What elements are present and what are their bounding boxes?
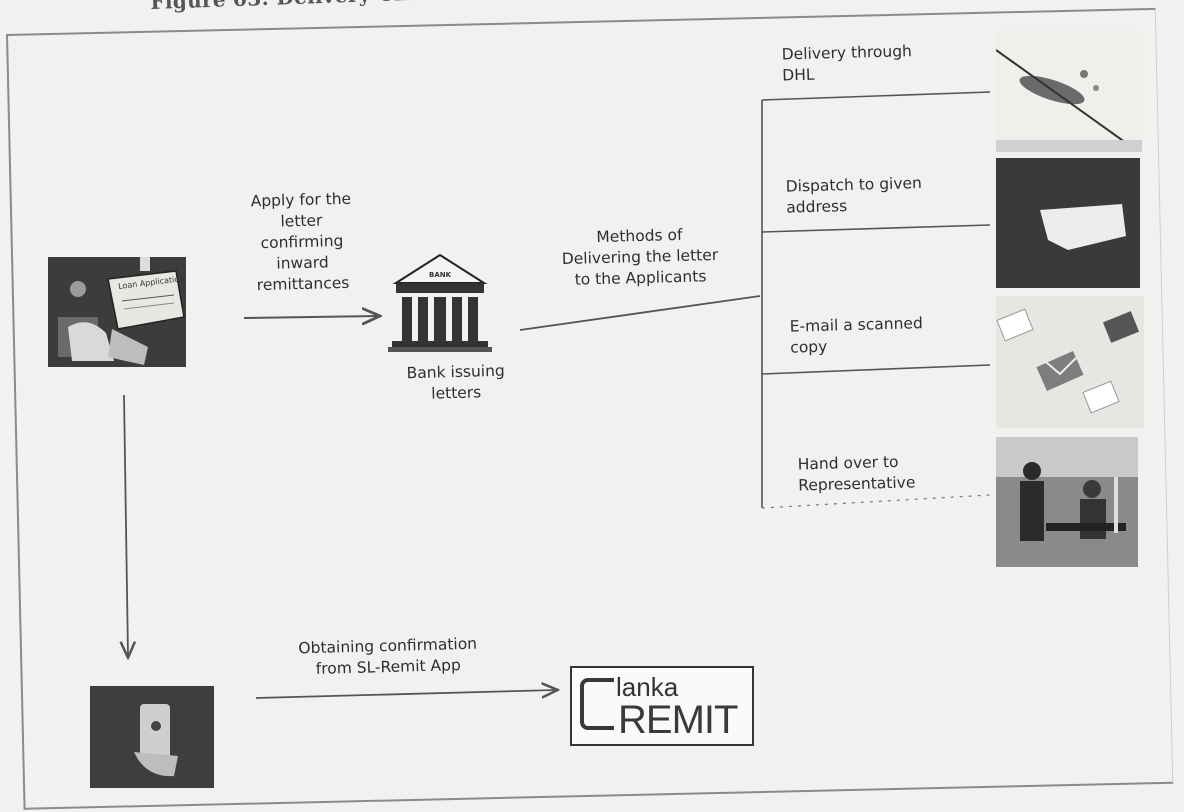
envelope-icon [996, 158, 1140, 288]
label-dispatch: Dispatch to given address [785, 174, 923, 217]
bank-sign-text: BANK [429, 271, 452, 279]
keyboard-email-icon [996, 296, 1144, 428]
label-email: E-mail a scanned copy [789, 314, 924, 357]
people-meeting-icon [996, 437, 1138, 567]
email-image [996, 296, 1144, 428]
logo-arrow-icon [580, 678, 614, 730]
branch-email [761, 364, 991, 375]
arrow-apply [243, 316, 378, 318]
dhl-image [996, 30, 1142, 152]
branch-dhl [761, 91, 991, 101]
label-dhl: Delivery through DHL [781, 42, 913, 85]
smartphone-hand-icon [90, 686, 214, 788]
label-methods: Methods of Delivering the letter to the … [561, 225, 719, 289]
arrow-app [255, 690, 556, 699]
logo-word-remit: REMIT [618, 698, 738, 742]
handover-image [996, 437, 1138, 567]
line-methods [519, 295, 761, 331]
arrow-down [124, 394, 128, 656]
label-bank: Bank issuing letters [406, 361, 505, 403]
label-app: Obtaining confirmation from SL-Remit App [298, 634, 478, 678]
branch-dispatch [761, 224, 991, 233]
label-hand: Hand over to Representative [797, 452, 916, 495]
phone-image [90, 686, 214, 788]
bank-image [388, 253, 492, 353]
label-apply: Apply for the letter confirming inward r… [250, 189, 352, 295]
lanka-remit-logo: lanka REMIT [570, 666, 754, 746]
applicant-form-image [48, 257, 186, 367]
applicant-form-icon [48, 257, 186, 367]
dispatch-image [996, 158, 1140, 288]
logo-word-lanka: lanka [616, 672, 679, 702]
bank-building-icon [388, 253, 492, 352]
branch-hand [761, 494, 991, 509]
airplane-icon [996, 30, 1142, 152]
